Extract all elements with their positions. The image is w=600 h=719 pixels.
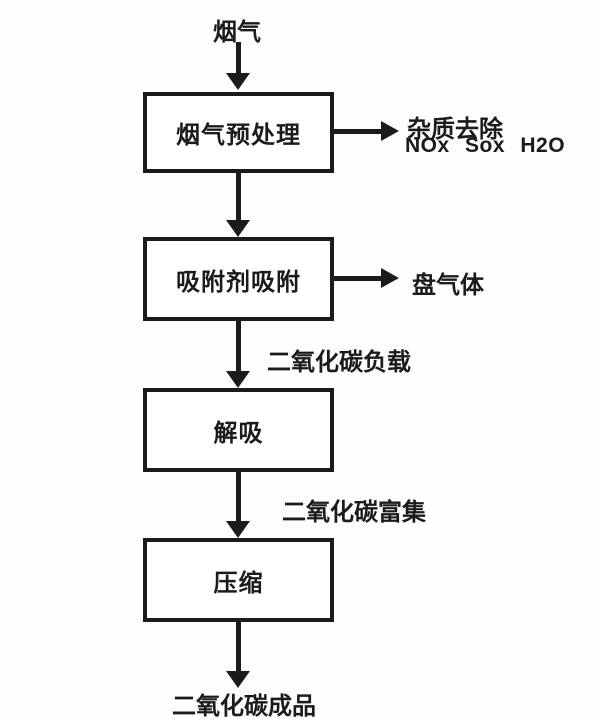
flow-box-compression: 压缩 [143,538,334,622]
sink-label: 二氧化碳成品 [172,693,316,719]
down-arrowhead-icon [226,220,250,237]
arrow-pretreatment-output-shaft [334,129,382,134]
impurity-species-label: NOx Sox H2O [405,134,566,157]
down-arrowhead-icon [226,671,250,688]
arrow-adsorption-to-desorption-shaft [236,321,241,373]
right-arrowhead-icon [381,121,399,141]
impurity-removal-label: 杂质去除 [407,116,503,143]
flow-box-desorption: 解吸 [143,388,334,472]
arrow-compression-to-product-shaft [236,622,241,672]
down-arrowhead-icon [226,371,250,388]
arrow-source-to-pretreatment-shaft [236,42,241,74]
flow-box-adsorption: 吸附剂吸附 [143,237,334,321]
source-label: 烟气 [213,19,261,46]
lean-gas-label: 盘气体 [412,272,484,299]
co2-enriched-label: 二氧化碳富集 [282,499,426,526]
flow-box-desorption-label: 解吸 [213,419,264,447]
down-arrowhead-icon [226,73,250,90]
down-arrowhead-icon [226,521,250,538]
flow-box-pretreatment-label: 烟气预处理 [176,122,301,149]
flow-box-adsorption-label: 吸附剂吸附 [176,268,301,296]
co2-loaded-label: 二氧化碳负载 [267,349,411,376]
flow-box-compression-label: 压缩 [213,569,264,597]
arrow-desorption-to-compression-shaft [236,472,241,522]
arrow-adsorption-output-shaft [334,276,382,281]
flow-box-pretreatment: 烟气预处理 [143,92,334,173]
right-arrowhead-icon [381,268,399,288]
arrow-pretreatment-to-adsorption-shaft [236,173,241,222]
